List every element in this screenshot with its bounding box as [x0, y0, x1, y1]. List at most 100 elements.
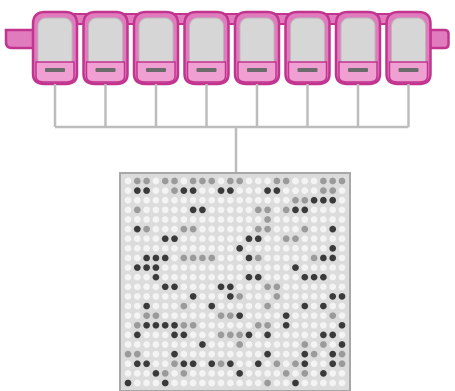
array-spot: [190, 235, 197, 242]
array-spot: [246, 332, 253, 339]
array-spot: [283, 370, 290, 377]
array-spot: [227, 226, 234, 233]
array-spot: [339, 283, 346, 290]
array-spot: [236, 197, 243, 204]
array-spot: [236, 178, 243, 185]
array-spot: [171, 312, 178, 319]
array-spot: [199, 341, 206, 348]
array-spot: [171, 380, 178, 387]
array-spot: [218, 312, 225, 319]
array-spot: [162, 216, 169, 223]
array-spot: [143, 380, 150, 387]
array-spot: [227, 245, 234, 252]
array-spot: [162, 207, 169, 214]
array-spot: [264, 274, 271, 281]
array-spot: [264, 351, 271, 358]
array-spot: [134, 245, 141, 252]
array-spot: [153, 303, 160, 310]
array-spot: [311, 178, 318, 185]
tube-slot: [247, 68, 267, 72]
array-spot: [125, 380, 132, 387]
array-spot: [301, 197, 308, 204]
array-spot: [171, 303, 178, 310]
array-spot: [283, 312, 290, 319]
array-spot: [329, 197, 336, 204]
array-spot: [292, 351, 299, 358]
array-spot: [320, 245, 327, 252]
array-spot: [246, 197, 253, 204]
pcr-tube: [185, 12, 229, 84]
pcr-tube: [134, 12, 178, 84]
array-spot: [134, 197, 141, 204]
array-spot: [246, 178, 253, 185]
array-spot: [329, 283, 336, 290]
array-spot: [199, 293, 206, 300]
array-spot: [255, 207, 262, 214]
array-spot: [143, 245, 150, 252]
array-spot: [190, 341, 197, 348]
array-spot: [125, 341, 132, 348]
array-spot: [301, 380, 308, 387]
array-spot: [125, 197, 132, 204]
array-spot: [153, 274, 160, 281]
array-spot: [180, 283, 187, 290]
array-spot: [199, 332, 206, 339]
array-spot: [264, 283, 271, 290]
array-spot: [125, 245, 132, 252]
array-spot: [171, 322, 178, 329]
array-spot: [311, 380, 318, 387]
array-spot: [162, 370, 169, 377]
array-spot: [162, 245, 169, 252]
array-spot: [162, 264, 169, 271]
array-spot: [125, 332, 132, 339]
array-spot: [292, 322, 299, 329]
array-spot: [264, 255, 271, 262]
array-spot: [227, 341, 234, 348]
array-spot: [180, 235, 187, 242]
tube-strip: [6, 12, 449, 84]
array-spot: [292, 245, 299, 252]
array-spot: [274, 207, 281, 214]
array-spot: [255, 274, 262, 281]
array-spot: [274, 341, 281, 348]
array-spot: [236, 274, 243, 281]
array-spot: [171, 283, 178, 290]
array-spot: [255, 187, 262, 194]
tube-slot: [298, 68, 318, 72]
array-spot: [292, 255, 299, 262]
array-spot: [208, 360, 215, 367]
array-spot: [153, 293, 160, 300]
array-spot: [180, 207, 187, 214]
array-spot: [292, 207, 299, 214]
array-spot: [264, 264, 271, 271]
array-spot: [199, 264, 206, 271]
array-spot: [227, 187, 234, 194]
array-spot: [329, 235, 336, 242]
array-spot: [134, 332, 141, 339]
array-spot: [246, 303, 253, 310]
array-spot: [143, 207, 150, 214]
array-spot: [227, 303, 234, 310]
array-spot: [236, 341, 243, 348]
array-spot: [339, 380, 346, 387]
array-spot: [274, 187, 281, 194]
array-spot: [125, 187, 132, 194]
array-spot: [274, 312, 281, 319]
array-spot: [339, 274, 346, 281]
array-spot: [227, 264, 234, 271]
array-spot: [246, 380, 253, 387]
array-spot: [274, 235, 281, 242]
array-spot: [153, 245, 160, 252]
array-spot: [218, 245, 225, 252]
array-spot: [227, 360, 234, 367]
array-spot: [171, 264, 178, 271]
array-spot: [218, 255, 225, 262]
array-spot: [236, 283, 243, 290]
array-spot: [320, 370, 327, 377]
array-spot: [218, 351, 225, 358]
array-spot: [134, 370, 141, 377]
array-spot: [143, 197, 150, 204]
array-spot: [208, 380, 215, 387]
array-spot: [255, 322, 262, 329]
array-spot: [125, 283, 132, 290]
